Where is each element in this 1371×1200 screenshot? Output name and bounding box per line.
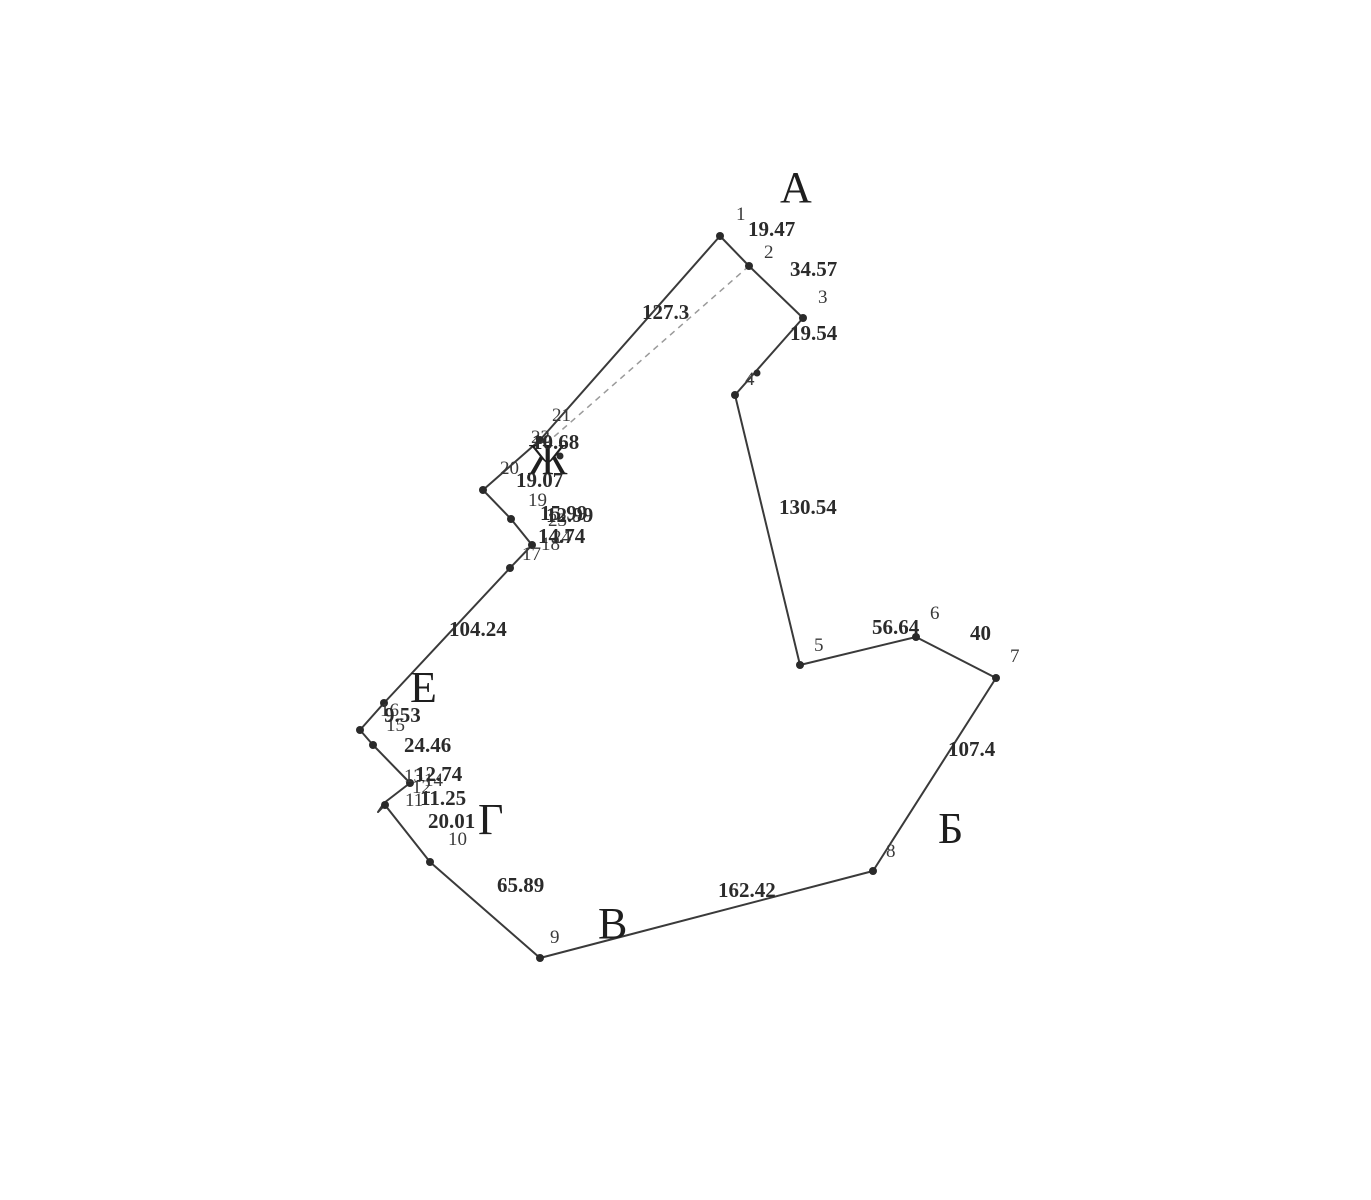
point-number: 6	[930, 603, 940, 624]
segment-length: 19.47	[748, 217, 795, 241]
point-number: 7	[1010, 646, 1020, 667]
boundary-vertex	[556, 452, 564, 460]
boundary-vertex	[356, 726, 364, 734]
point-number: 8	[886, 841, 896, 862]
boundary-vertex	[406, 779, 414, 787]
boundary-vertex	[912, 633, 920, 641]
point-number: 18	[541, 534, 560, 555]
segment-length: 104.24	[449, 617, 507, 641]
point-number: 4	[745, 369, 755, 390]
segment-length: 34.57	[790, 257, 837, 281]
point-number: 22	[531, 427, 550, 448]
point-number: 14	[424, 770, 444, 791]
segment-length: 9.53	[384, 703, 421, 727]
boundary-vertex	[869, 867, 877, 875]
point-number: 13	[404, 766, 423, 787]
segment-length: 14.74	[538, 524, 586, 548]
boundary-vertex	[536, 954, 544, 962]
corner-letter-b: Б	[938, 804, 963, 853]
corner-letter-e: Е	[410, 663, 437, 712]
corner-letter-zh: Ж	[528, 435, 568, 484]
boundary-vertex	[745, 262, 753, 270]
corner-letter-v: В	[598, 899, 627, 948]
segment-length: 24.46	[404, 733, 451, 757]
boundary-vertex	[528, 541, 536, 549]
segment-length: 12.99	[546, 503, 593, 527]
point-number: 1	[736, 204, 746, 225]
segment-length: 19.07	[516, 468, 563, 492]
point-number: 21	[552, 405, 571, 426]
easement-line	[547, 265, 750, 443]
segment-length: 162.42	[718, 878, 776, 902]
boundary-vertex	[479, 486, 487, 494]
segment-length: 127.3	[642, 300, 689, 324]
parcel-boundary	[359, 235, 997, 959]
point-number: 15	[386, 715, 405, 736]
point-number: 12	[412, 777, 431, 798]
corner-letter-g: Г	[478, 795, 503, 844]
corner-letter-a: А	[780, 163, 812, 212]
point-number: 10	[448, 829, 467, 850]
boundary-vertex	[369, 741, 377, 749]
point-number: 2	[764, 242, 774, 263]
boundary-vertex	[380, 699, 388, 707]
segment-length: 65.89	[497, 873, 544, 897]
point-number: 3	[818, 287, 828, 308]
boundary-vertex	[506, 564, 514, 572]
segment-length: 107.4	[948, 737, 996, 761]
point-number: 17	[522, 544, 541, 565]
boundary-vertex	[796, 661, 804, 669]
segment-length: 10.68	[532, 430, 579, 454]
boundary-vertex	[753, 369, 761, 377]
segment-length: 11.25	[420, 786, 466, 810]
boundary-vertex	[799, 314, 807, 322]
segment-length: 15.99	[540, 501, 587, 525]
boundary-vertex	[731, 391, 739, 399]
point-number: 20	[500, 458, 519, 479]
segment-length: 130.54	[779, 495, 837, 519]
point-number: 5	[814, 635, 824, 656]
boundary-vertex	[536, 436, 544, 444]
segment-length: 20.01	[428, 809, 475, 833]
boundary-vertex	[992, 674, 1000, 682]
segment-length: 40	[970, 621, 991, 645]
point-number: 24	[552, 527, 572, 548]
point-number: 16	[380, 700, 399, 721]
segment-length: 12.74	[415, 762, 463, 786]
boundary-vertex	[381, 801, 389, 809]
point-number: 23	[548, 510, 567, 531]
point-number: 9	[550, 927, 560, 948]
segment-length: 19.54	[790, 321, 838, 345]
point-number: 19	[528, 490, 547, 511]
boundary-vertex	[716, 232, 724, 240]
segment-length: 56.64	[872, 615, 920, 639]
boundary-vertex	[426, 858, 434, 866]
point-number: 11	[405, 790, 423, 811]
boundary-vertex	[507, 515, 515, 523]
